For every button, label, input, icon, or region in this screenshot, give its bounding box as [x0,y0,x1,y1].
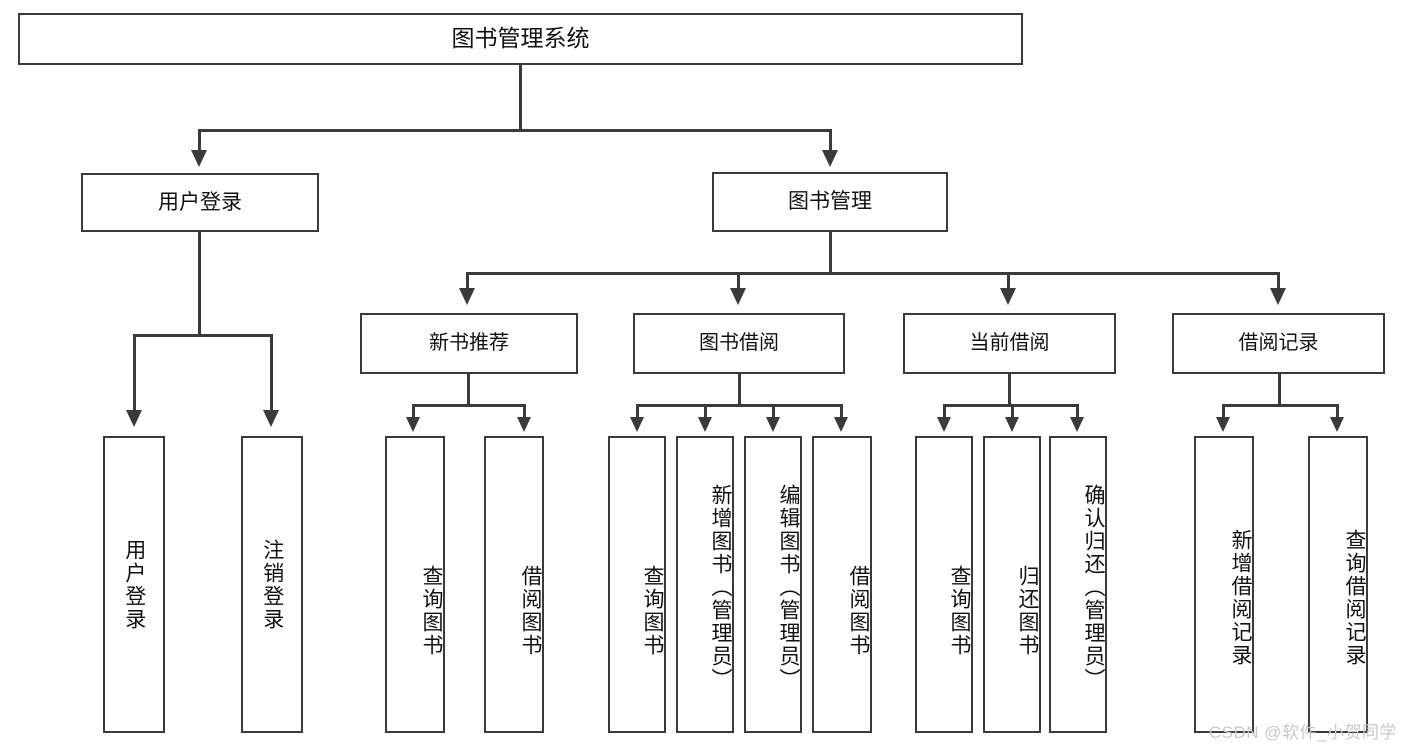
node-label: 查询图书 [641,564,664,657]
leaf-book-borrow-edit-book[interactable]: 编辑图书（管理员） [744,436,802,733]
connector-root-stem [519,65,522,131]
arrowhead-borrow-record-2 [1330,417,1344,432]
node-user-login[interactable]: 用户登录 [81,173,319,232]
connector-user-login-drop-1 [133,334,136,412]
connector-current-borrow-drop-2 [1011,404,1014,418]
connector-current-borrow-drop-3 [1076,404,1079,418]
node-label: 当前借阅 [969,332,1050,355]
leaf-user-logout[interactable]: 注销登录 [241,436,303,733]
leaf-new-book-query-book[interactable]: 查询图书 [385,436,445,733]
node-label: 注销登录 [260,538,284,631]
connector-to-user-login [198,129,201,151]
node-label: 查询图书 [948,564,971,657]
connector-to-borrow-record [1277,272,1280,290]
node-label: 查询图书 [420,564,443,657]
arrowhead-current-borrow-3 [1070,417,1084,432]
node-label: 图书借阅 [699,332,779,355]
connector-borrow-record-drop-1 [1222,404,1225,418]
arrowhead-to-current-borrow [1000,288,1016,305]
connector-new-book-bus [412,404,526,407]
leaf-user-login[interactable]: 用户登录 [103,436,165,733]
leaf-current-borrow-return-book[interactable]: 归还图书 [983,436,1041,733]
arrowhead-new-book-1 [406,417,420,432]
connector-book-borrow-drop-4 [840,404,843,418]
node-label: 图书管理 [788,190,872,214]
connector-current-borrow-drop-1 [943,404,946,418]
connector-new-book-drop-1 [412,404,415,418]
node-label: 用户登录 [158,190,242,214]
leaf-book-borrow-borrow-book[interactable]: 借阅图书 [812,436,872,733]
leaf-borrow-record-query-record[interactable]: 查询借阅记录 [1308,436,1368,733]
node-label: 编辑图书（管理员） [777,484,800,691]
arrowhead-to-user-login [191,150,207,167]
connector-borrow-record-drop-2 [1336,404,1339,418]
node-label: 确认归还（管理员） [1082,484,1105,691]
node-new-book-recommend[interactable]: 新书推荐 [360,313,578,374]
arrowhead-to-book-borrow [730,288,746,305]
node-current-borrow[interactable]: 当前借阅 [903,313,1116,374]
connector-book-borrow-drop-1 [636,404,639,418]
connector-level2-bus [198,129,832,132]
node-label: 图书管理系统 [451,25,590,52]
arrowhead-book-borrow-4 [834,417,848,432]
node-label: 借阅图书 [519,564,542,657]
connector-to-book-management [829,129,832,151]
connector-book-borrow-drop-3 [772,404,775,418]
arrowhead-book-borrow-1 [630,417,644,432]
connector-current-borrow-stem [1008,374,1011,406]
arrowhead-current-borrow-2 [1005,417,1019,432]
node-label: 新书推荐 [429,332,509,355]
connector-level3-bus [466,272,1279,275]
node-borrow-record[interactable]: 借阅记录 [1172,313,1385,374]
connector-user-login-drop-2 [270,334,273,412]
connector-book-borrow-bus [636,404,843,407]
arrowhead-user-login-2 [263,410,279,427]
leaf-new-book-borrow-book[interactable]: 借阅图书 [484,436,544,733]
node-book-management[interactable]: 图书管理 [712,172,948,232]
connector-current-borrow-bus [943,404,1078,407]
leaf-book-borrow-add-book[interactable]: 新增图书（管理员） [676,436,734,733]
connector-user-login-bus [133,334,270,337]
connector-to-new-book [466,272,469,290]
node-root-book-management-system[interactable]: 图书管理系统 [18,13,1023,65]
leaf-current-borrow-query-book[interactable]: 查询图书 [915,436,973,733]
leaf-book-borrow-query-book[interactable]: 查询图书 [608,436,666,733]
node-label: 归还图书 [1016,564,1039,657]
connector-borrow-record-bus [1222,404,1339,407]
leaf-current-borrow-confirm-return[interactable]: 确认归还（管理员） [1049,436,1107,733]
node-label: 借阅记录 [1238,332,1319,355]
node-label: 借阅图书 [847,564,870,657]
connector-to-current-borrow [1007,272,1010,290]
arrowhead-to-borrow-record [1270,288,1286,305]
node-label: 用户登录 [122,538,146,631]
arrowhead-book-borrow-3 [766,417,780,432]
arrowhead-user-login-1 [126,410,142,427]
connector-to-book-borrow [737,272,740,290]
leaf-borrow-record-add-record[interactable]: 新增借阅记录 [1194,436,1254,733]
node-label: 查询借阅记录 [1343,528,1366,667]
node-book-borrow[interactable]: 图书借阅 [633,313,845,374]
connector-book-management-stem [829,232,832,274]
arrowhead-borrow-record-1 [1216,417,1230,432]
connector-book-borrow-stem [738,374,741,406]
arrowhead-new-book-2 [517,417,531,432]
connector-book-borrow-drop-2 [704,404,707,418]
connector-new-book-drop-2 [523,404,526,418]
connector-new-book-stem [467,374,470,406]
arrowhead-book-borrow-2 [698,417,712,432]
arrowhead-current-borrow-1 [937,417,951,432]
connector-borrow-record-stem [1278,374,1281,406]
arrowhead-to-book-management [822,150,838,167]
connector-user-login-stem [198,232,201,336]
node-label: 新增图书（管理员） [709,484,732,691]
arrowhead-to-new-book [459,288,475,305]
node-label: 新增借阅记录 [1229,528,1252,667]
